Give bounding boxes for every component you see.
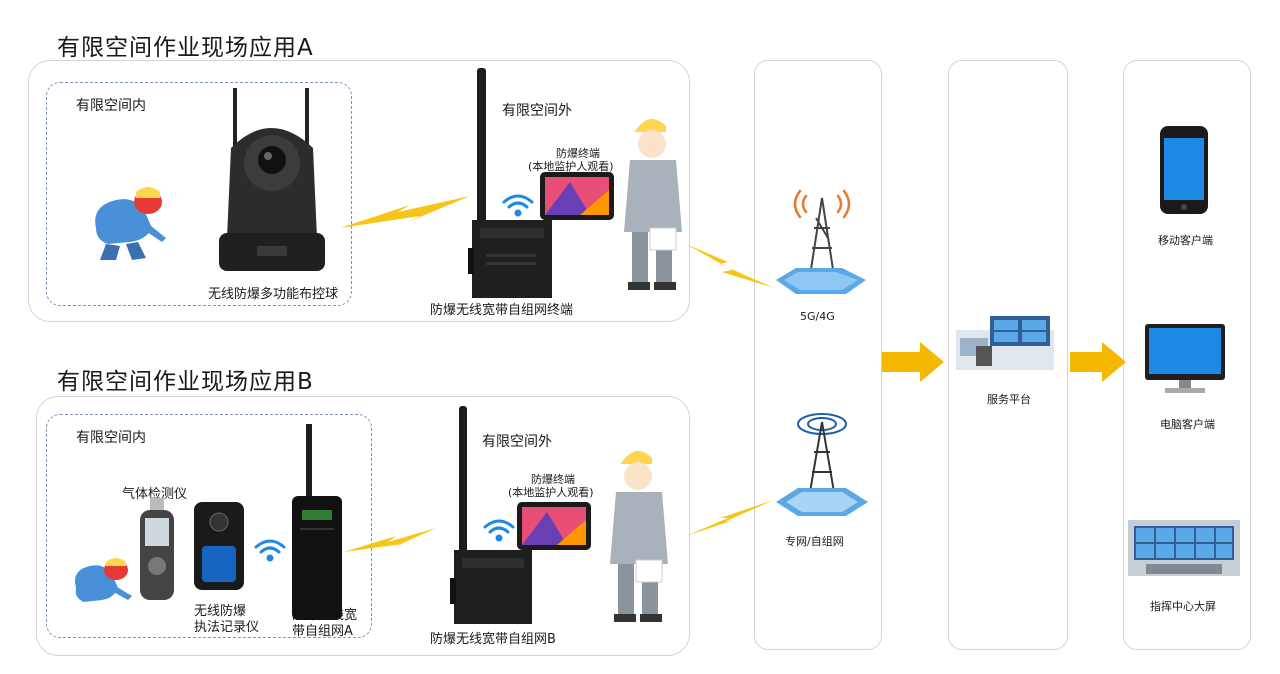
- recorder-label: 无线防爆: [194, 604, 247, 619]
- scenario-b-title: 有限空间作业现场应用B: [57, 369, 314, 395]
- scenario-a-outside-label: 有限空间外: [502, 103, 572, 119]
- scenario-a-network-label: 防爆无线宽带自组网终端: [430, 303, 574, 318]
- cellular-label: 5G/4G: [800, 310, 835, 323]
- private-network-label: 专网/自组网: [785, 535, 844, 548]
- supervisor-icon-b: [610, 450, 668, 622]
- scenario-b-network-label: 防爆无线宽带自组网B: [430, 632, 556, 647]
- signal-bolt-b-to-private: [686, 500, 774, 536]
- private-network-tower-icon: [776, 413, 868, 516]
- scenario-a-title: 有限空间作业现场应用A: [57, 35, 314, 61]
- pc-client-label: 电脑客户端: [1160, 418, 1215, 431]
- body-recorder-icon: [194, 502, 244, 590]
- wifi-icon-b1: [254, 539, 286, 562]
- arrow-platform-to-clients: [1070, 342, 1126, 382]
- ptz-camera-icon: [219, 88, 325, 271]
- scenario-b-terminal-label: 防爆终端: [531, 473, 575, 486]
- scenario-b-inside-zone: [46, 414, 372, 638]
- arrow-network-to-platform: [882, 342, 944, 382]
- recorder-sublabel: 执法记录仪: [194, 620, 260, 635]
- signal-bolt-a-to-cellular: [686, 244, 774, 288]
- worker-icon-b: [74, 558, 132, 602]
- platform-label: 服务平台: [987, 393, 1031, 406]
- mobile-client-label: 移动客户端: [1158, 234, 1213, 247]
- service-platform-icon: [956, 316, 1054, 370]
- command-wall-label: 指挥中心大屏: [1150, 600, 1216, 613]
- handheld-radio-icon: [292, 424, 342, 620]
- scenario-a-terminal-label: 防爆终端: [556, 147, 600, 160]
- supervisor-icon-a: [624, 118, 682, 290]
- network-column: [754, 60, 882, 650]
- mesh-radio-a-icon: [468, 68, 552, 298]
- gas-detector-label: 气体检测仪: [122, 487, 188, 502]
- scenario-b-inside-label: 有限空间内: [76, 430, 146, 446]
- scenario-a-inside-label: 有限空间内: [76, 98, 146, 114]
- signal-bolt-b1: [344, 528, 436, 552]
- ptz-camera-label: 无线防爆多功能布控球: [208, 287, 339, 302]
- gas-detector-icon: [140, 498, 174, 600]
- command-center-wall-icon: [1128, 520, 1240, 576]
- wifi-icon-b2: [483, 519, 515, 542]
- scenario-a-inside-zone: [46, 82, 352, 306]
- mesh-radio-b-icon: [450, 406, 532, 624]
- mobile-phone-icon: [1160, 126, 1208, 214]
- tablet-icon-b: [517, 502, 591, 550]
- wifi-icon-a: [502, 194, 534, 217]
- tablet-icon-a: [540, 172, 614, 220]
- cellular-tower-icon: [776, 189, 866, 294]
- radio-a-sublabel: 带自组网A: [292, 624, 353, 639]
- worker-icon-a: [95, 187, 166, 260]
- scenario-b-outside-label: 有限空间外: [482, 434, 552, 450]
- signal-bolt-a: [340, 196, 470, 228]
- scenario-b-terminal-sublabel: (本地监护人观看): [508, 486, 594, 499]
- scenario-a-terminal-sublabel: (本地监护人观看): [528, 160, 614, 173]
- desktop-monitor-icon: [1145, 324, 1225, 393]
